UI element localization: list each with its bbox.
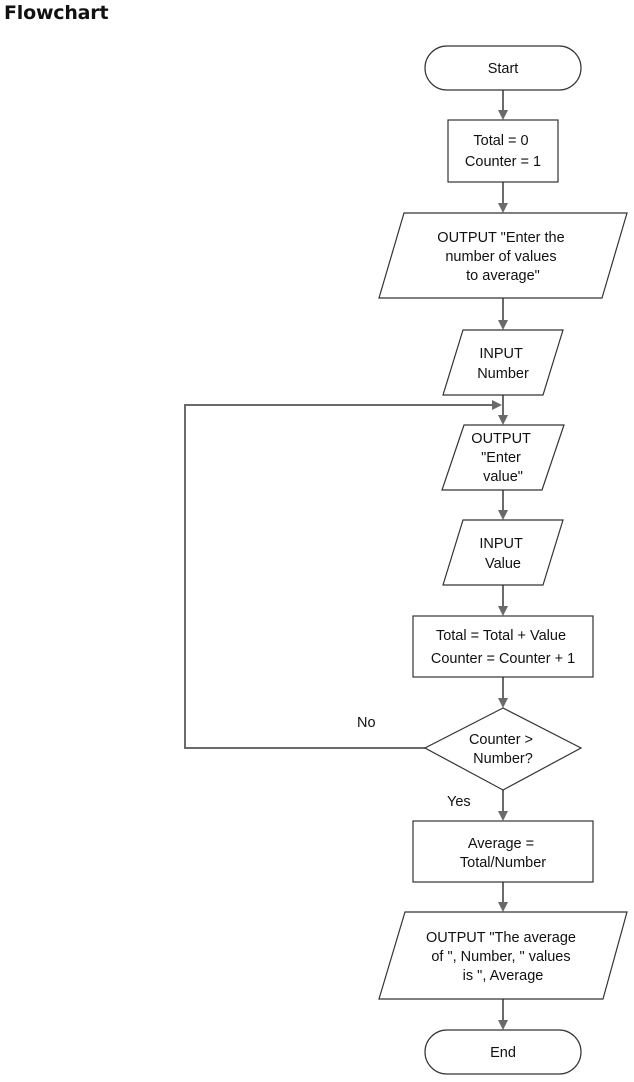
update-label: Total = Total + Value Counter = Counter … [431,628,575,667]
page-title: Flowchart [4,2,109,24]
output-prompt-value-label: OUTPUT "Enter value" [471,431,534,485]
input-value-parallelogram [442,519,564,586]
start-terminator [424,45,582,91]
input-number-label: INPUT Number [477,346,529,382]
output-prompt-value-parallelogram [441,424,565,491]
decision-diamond [423,707,583,791]
start-label: Start [488,61,519,77]
input-number-parallelogram [442,329,564,396]
init-process-box [447,119,559,183]
update-process-box [412,615,594,678]
end-label: End [490,1045,516,1061]
average-process-box [412,820,594,883]
init-label: Total = 0 Counter = 1 [465,133,541,170]
branch-label-yes: Yes [447,794,471,810]
loop-back-connector [184,400,502,749]
output-prompt-count-label: OUTPUT "Enter the number of values to av… [437,230,568,284]
average-label: Average = Total/Number [460,836,546,871]
end-terminator [424,1029,582,1075]
branch-label-no: No [357,715,376,731]
output-prompt-count-parallelogram [378,212,628,299]
output-result-parallelogram [378,911,628,1000]
input-value-label: INPUT Value [479,536,526,572]
output-result-label: OUTPUT "The average of ", Number, " valu… [426,930,580,984]
decision-label: Counter > Number? [469,732,537,767]
